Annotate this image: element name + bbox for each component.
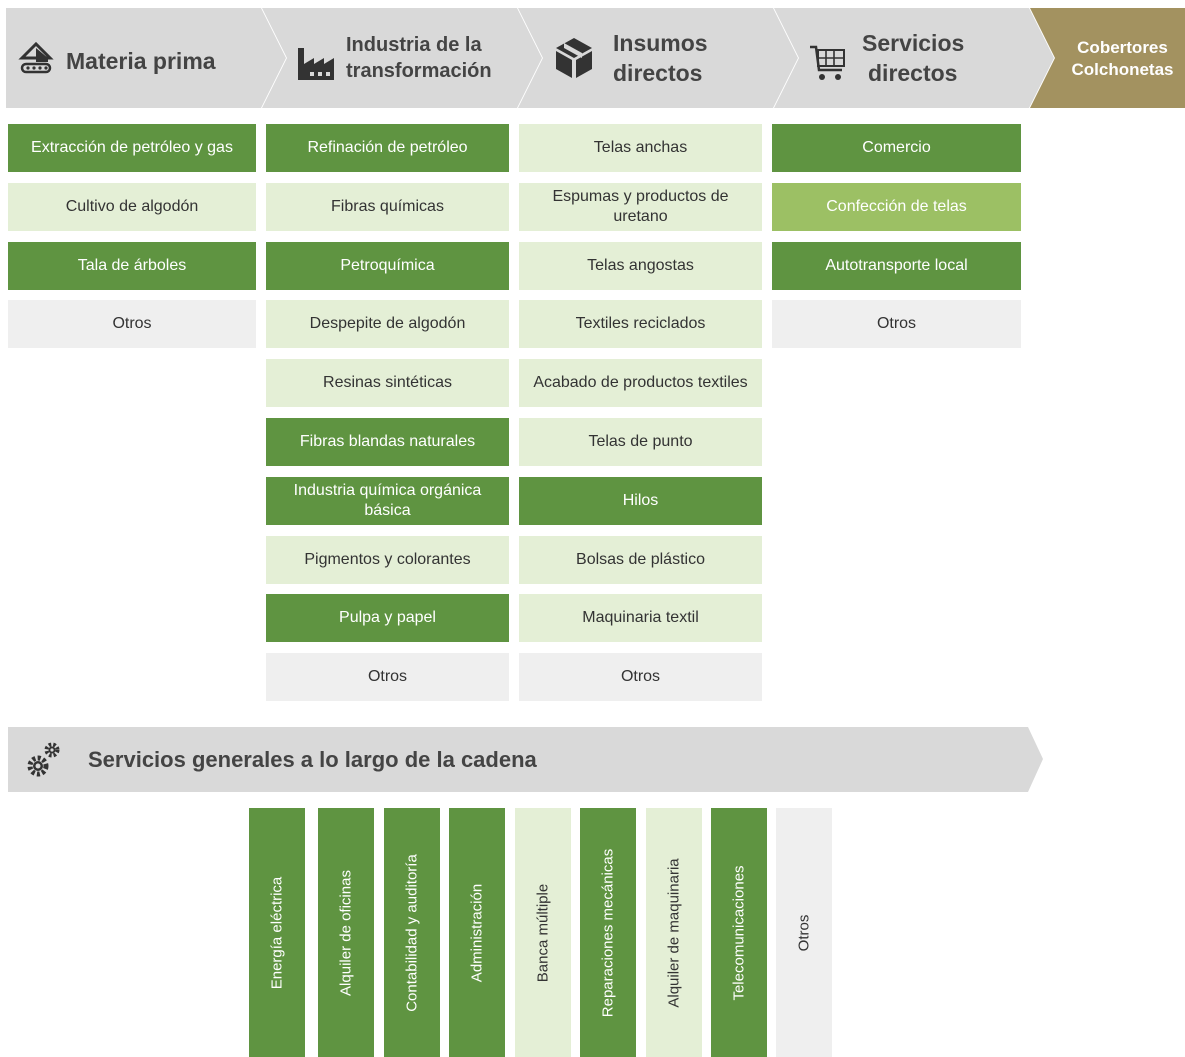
stage-materia-prima: Materia prima [6, 8, 286, 108]
list-item: Maquinaria textil [519, 594, 762, 643]
stage-label-line2: directos [613, 60, 703, 86]
stage-industria: Industria de la transformación [262, 8, 542, 108]
shopping-cart-icon [808, 44, 848, 87]
stage-label: Materia prima [66, 48, 216, 74]
stage-final-product: Cobertores Colchonetas [1030, 8, 1185, 108]
list-item: Otros [519, 653, 762, 702]
list-item: Bolsas de plástico [519, 535, 762, 584]
gears-icon [24, 740, 64, 785]
list-item: Cultivo de algodón [8, 182, 256, 231]
box-icon [554, 36, 594, 85]
general-service-item: Alquiler de oficinas [318, 808, 374, 1057]
list-item: Textiles reciclados [519, 300, 762, 349]
list-item: Resinas sintéticas [266, 359, 509, 408]
list-item: Fibras blandas naturales [266, 418, 509, 466]
stage-label-line2: directos [868, 60, 958, 86]
list-item: Tala de árboles [8, 241, 256, 290]
excavator-icon [18, 38, 54, 83]
general-service-label: Banca múltiple [534, 883, 552, 982]
list-item: Pigmentos y colorantes [266, 535, 509, 584]
stage-label-line1: Insumos [613, 30, 708, 56]
list-item: Petroquímica [266, 241, 509, 290]
general-services-banner: Servicios generales a lo largo de la cad… [8, 727, 1043, 792]
list-item: Despepite de algodón [266, 300, 509, 349]
list-item: Otros [8, 300, 256, 349]
list-item: Hilos [519, 476, 762, 525]
general-service-label: Administración [468, 883, 486, 982]
general-service-label: Energía eléctrica [268, 876, 286, 989]
stage-insumos: Insumos directos [518, 8, 798, 108]
list-item: Otros [772, 300, 1021, 349]
general-service-label: Otros [795, 914, 813, 951]
list-item: Autotransporte local [772, 241, 1021, 290]
list-item: Telas anchas [519, 124, 762, 172]
list-item: Refinación de petróleo [266, 124, 509, 172]
general-service-item: Contabilidad y auditoría [384, 808, 440, 1057]
general-service-label: Reparaciones mecánicas [599, 848, 617, 1017]
general-service-item: Reparaciones mecánicas [580, 808, 636, 1057]
general-service-item: Telecomunicaciones [711, 808, 767, 1057]
general-service-item: Alquiler de maquinaria [646, 808, 702, 1057]
stage-label-line1: Servicios [862, 30, 965, 56]
stage-servicios: Servicios directos [774, 8, 1054, 108]
list-item: Acabado de productos textiles [519, 359, 762, 408]
list-item: Telas angostas [519, 241, 762, 290]
list-item: Extracción de petróleo y gas [8, 124, 256, 172]
stage-label-line2: Colchonetas [1071, 60, 1174, 79]
list-item: Industria química orgánica básica [266, 476, 509, 525]
stage-label-line2: transformación [346, 60, 492, 82]
list-item: Pulpa y papel [266, 594, 509, 643]
general-service-item: Administración [449, 808, 505, 1057]
list-item: Otros [266, 653, 509, 702]
general-service-label: Alquiler de maquinaria [665, 857, 683, 1008]
general-service-item: Otros [776, 808, 832, 1057]
list-item: Espumas y productos de uretano [519, 182, 762, 231]
stage-label-line1: Industria de la [346, 34, 482, 56]
general-service-label: Alquiler de oficinas [337, 869, 355, 996]
general-service-label: Telecomunicaciones [730, 864, 748, 1001]
factory-icon [296, 46, 336, 87]
list-item: Telas de punto [519, 418, 762, 466]
general-service-label: Contabilidad y auditoría [403, 853, 421, 1012]
stage-label-line1: Cobertores [1077, 38, 1168, 57]
list-item: Fibras químicas [266, 182, 509, 231]
general-services-title: Servicios generales a lo largo de la cad… [88, 747, 537, 772]
list-item: Comercio [772, 124, 1021, 172]
general-service-item: Banca múltiple [515, 808, 571, 1057]
list-item: Confección de telas [772, 182, 1021, 231]
general-service-item: Energía eléctrica [249, 808, 305, 1057]
